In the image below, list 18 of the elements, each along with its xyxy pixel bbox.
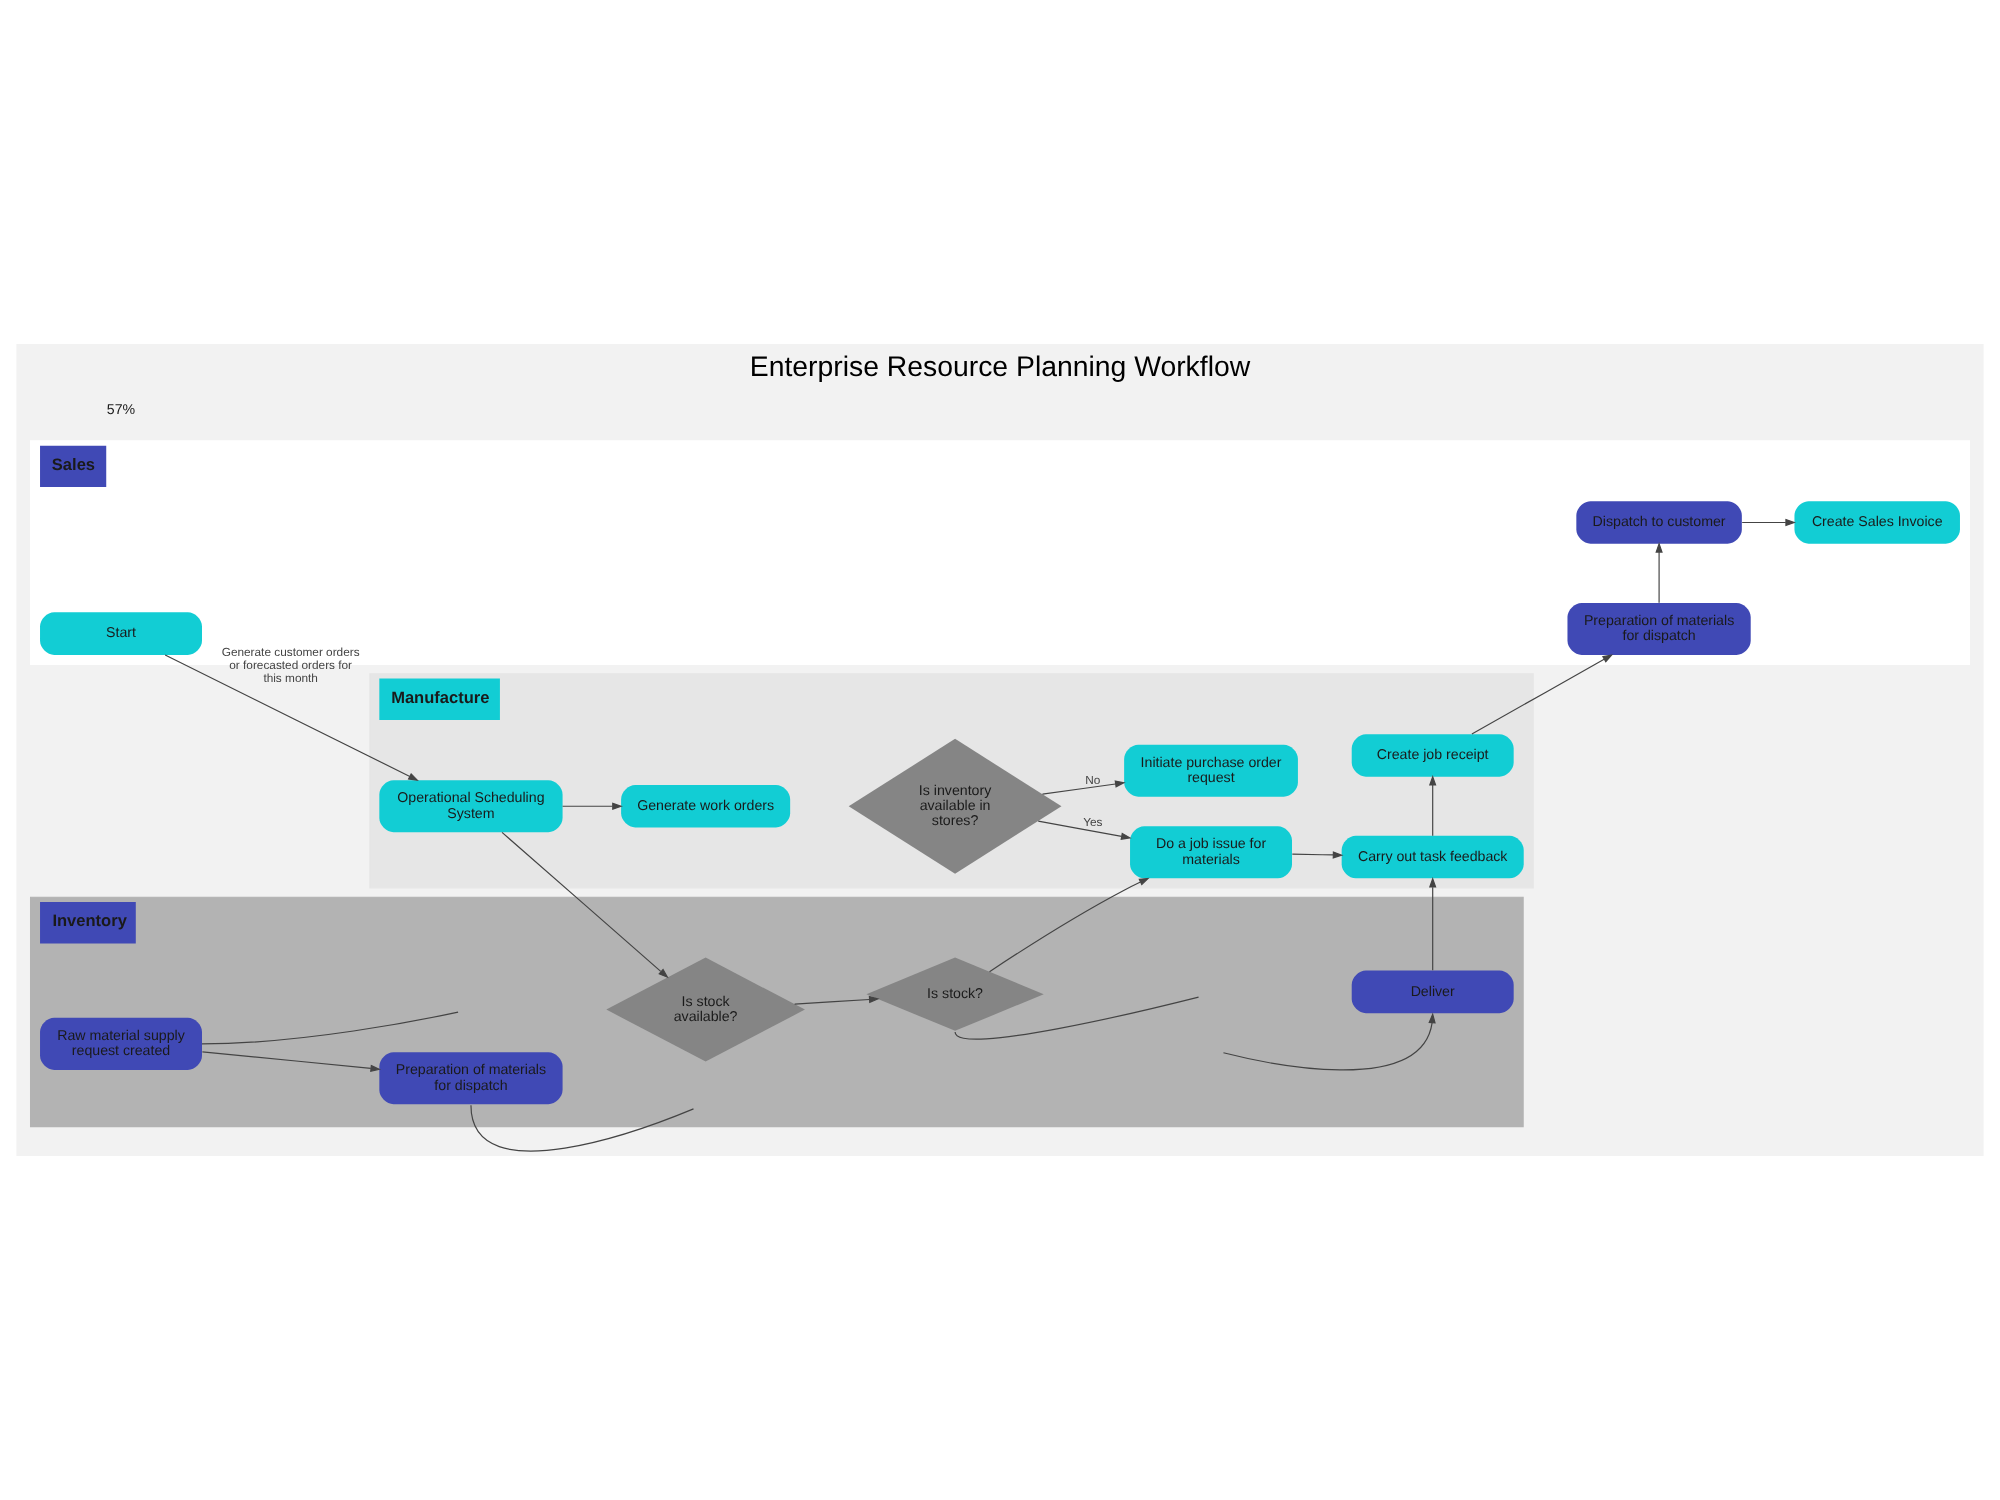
arrow: [164, 654, 419, 781]
arrow: [1741, 518, 1796, 527]
arrow: [1655, 542, 1663, 604]
connector: [954, 996, 1200, 1040]
arrow: [201, 1051, 382, 1073]
arrow: [1471, 654, 1614, 735]
arrow: [1428, 774, 1437, 837]
arrow: [1428, 876, 1437, 971]
arrow: [501, 831, 669, 979]
connector: [201, 1011, 459, 1045]
arrow: [1041, 780, 1126, 795]
arrow: [794, 995, 880, 1005]
arrow: [562, 802, 623, 810]
diagram-title: Enterprise Resource Planning Workflow: [749, 352, 1251, 385]
arrow: [1037, 820, 1132, 840]
arrow: [1222, 1012, 1436, 1071]
arrow: [1291, 851, 1344, 859]
arrow: [988, 877, 1150, 973]
